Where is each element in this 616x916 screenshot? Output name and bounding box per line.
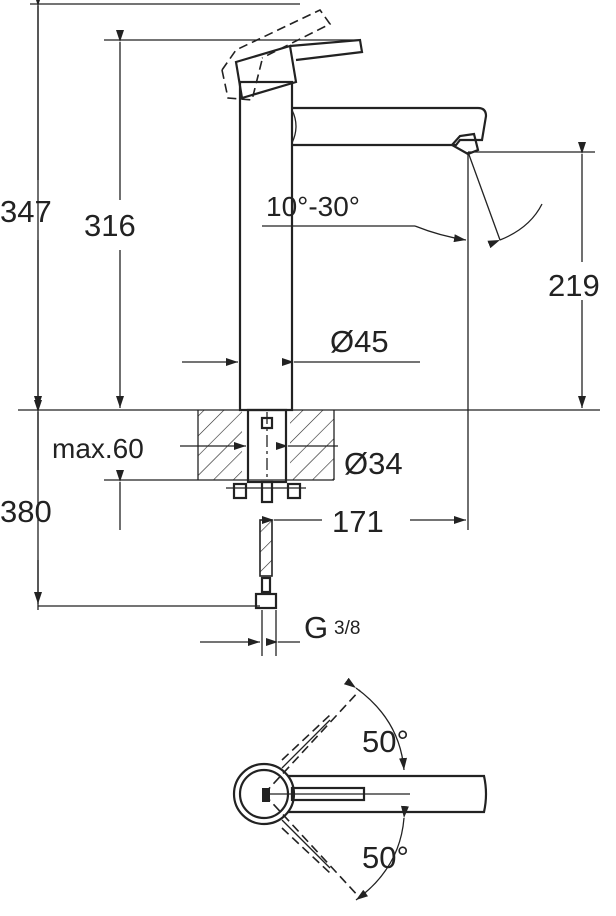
below-deck-label: 380	[0, 494, 52, 529]
swivel-angle-top-label: 50°	[362, 724, 409, 759]
lever-angle-label: 10°-30°	[266, 191, 360, 222]
connection-thread-fraction: 3/8	[334, 618, 360, 639]
dimension-lines	[18, 0, 600, 646]
body-height-label: 316	[84, 208, 136, 243]
total-height-label: 347	[0, 194, 52, 229]
connection-thread-label: G	[304, 610, 328, 645]
top-view: 50° 50°	[232, 677, 488, 901]
spout-height-label: 219	[548, 268, 600, 303]
side-view: 347 316 219 10°-30° Ø45 max.60 Ø34 171 3…	[0, 0, 600, 656]
swivel-angle-bottom-label: 50°	[362, 840, 409, 875]
spout-reach-label: 171	[332, 504, 384, 539]
body-diameter-label: Ø45	[330, 324, 389, 359]
max-thickness-label: max.60	[52, 433, 144, 464]
hole-diameter-label: Ø34	[344, 446, 403, 481]
